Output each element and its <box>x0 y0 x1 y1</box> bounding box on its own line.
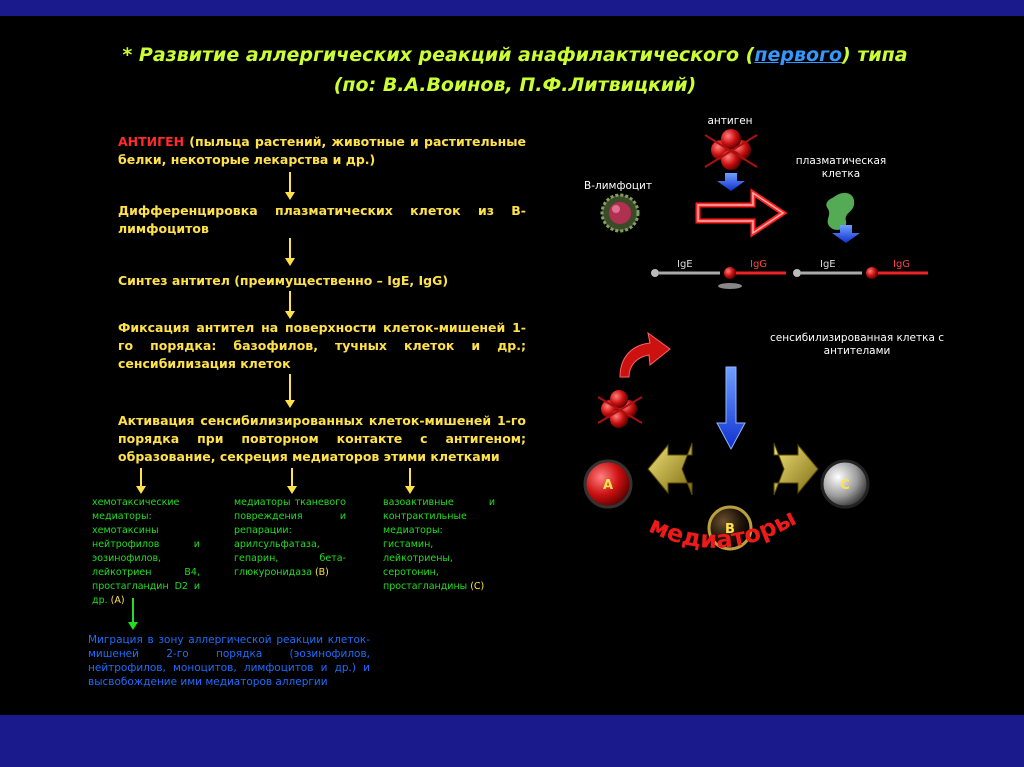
neon-arrow-icon <box>695 188 788 238</box>
migration-text: Миграция в зону аллергической реакции кл… <box>88 634 370 688</box>
mediator-group-b: медиаторы тканевого повреждения и репара… <box>234 497 346 578</box>
step-differentiation: Дифференцировка плазматических клеток из… <box>118 203 526 236</box>
label-igg-right: IgG <box>893 259 910 270</box>
b-lymphocyte-icon <box>600 193 640 233</box>
svg-text:C: C <box>840 478 850 493</box>
label-antigen: антиген <box>707 115 753 127</box>
curved-arrow-icon <box>619 331 671 378</box>
title-source: (по: В.А.Воинов, П.Ф.Литвицкий) <box>333 74 697 96</box>
antigen-icon <box>704 129 758 170</box>
gold-arrow-left-icon <box>647 442 693 496</box>
right-diagram: IgE IgG IgE IgG A B C <box>583 129 928 554</box>
label-b-lymphocyte: В-лимфоцит <box>584 180 652 192</box>
step-activation: Активация сенсибилизированных клеток-миш… <box>118 413 526 464</box>
step-antigen: АНТИГЕН (пыльца растений, животные и рас… <box>118 134 526 167</box>
label-sensitized-cell: сенсибилизированная клетка с антителами <box>770 332 944 357</box>
label-igg-left: IgG <box>750 259 767 270</box>
flow-arrow-a <box>136 468 146 494</box>
top-band <box>0 0 1024 16</box>
mediator-circle-a: A <box>583 459 633 509</box>
step-synthesis: Синтез антител (преимущественно – IgE, I… <box>118 273 449 288</box>
label-plasma-cell: плазматическая клетка <box>795 155 887 180</box>
down-arrow-icon-2 <box>832 225 860 243</box>
flow-arrow-b <box>287 468 297 494</box>
flow-arrow-migration <box>128 598 138 630</box>
flow-arrow-c <box>405 468 415 494</box>
flow-arrow-2 <box>285 238 295 266</box>
flow-arrow-1 <box>285 172 295 200</box>
label-ige-right: IgE <box>820 259 836 270</box>
label-ige-left: IgE <box>677 259 693 270</box>
down-arrow-icon <box>717 173 745 191</box>
flow-arrow-3 <box>285 291 295 319</box>
svg-text:B: B <box>725 522 735 537</box>
flow-arrow-4 <box>285 374 295 408</box>
antibody-pair-left <box>651 267 786 289</box>
antigen-word: АНТИГЕН <box>118 134 185 149</box>
plasma-cell-icon <box>826 192 855 230</box>
step-fixation: Фиксация антител на поверхности клеток-м… <box>118 320 526 371</box>
antigen-icon-2 <box>597 390 643 428</box>
slide-title: * Развитие аллергических реакций анафила… <box>60 40 970 100</box>
bottom-band <box>0 715 1024 767</box>
mediator-circle-c: C <box>820 459 870 509</box>
title-highlight: первого <box>754 44 843 66</box>
antibody-pair-right <box>793 267 928 279</box>
big-down-arrow-icon <box>716 366 746 451</box>
mediator-circle-b: B <box>707 505 753 551</box>
mediator-group-a: хемотаксические медиаторы: хемотаксины н… <box>92 497 200 606</box>
svg-text:A: A <box>603 478 613 493</box>
gold-arrow-right-icon <box>773 442 819 496</box>
mediator-group-c: вазоактивные и контрактильные медиаторы:… <box>383 497 495 592</box>
